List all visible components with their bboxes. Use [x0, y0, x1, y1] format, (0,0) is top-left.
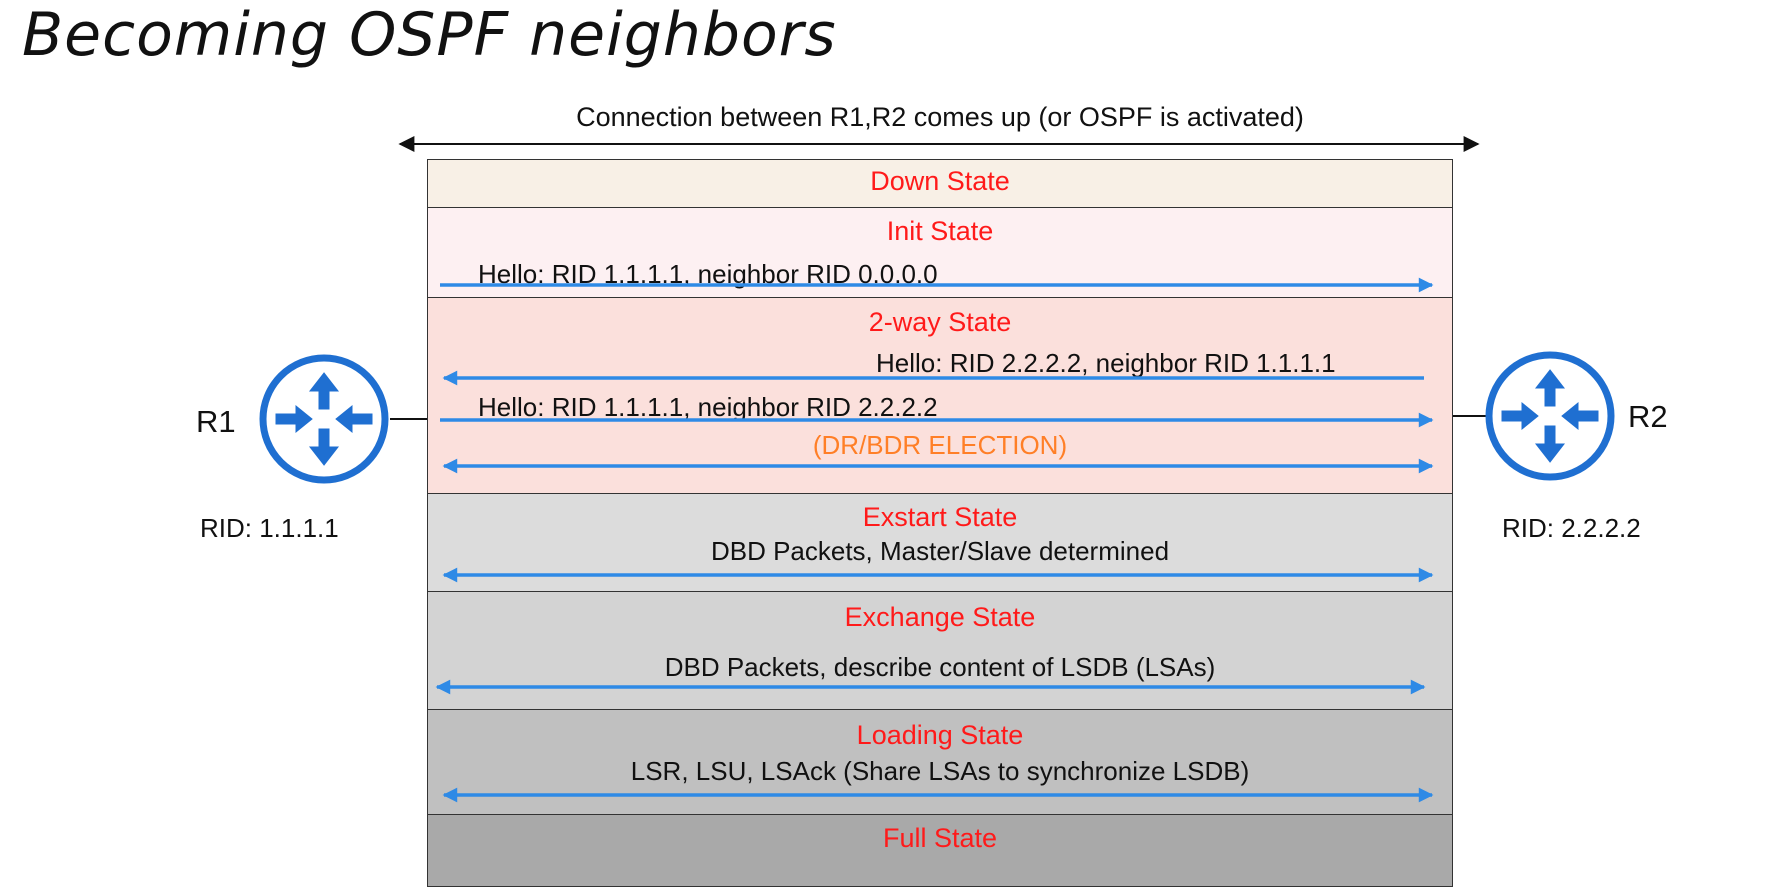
- msg-2way-hello-r2: Hello: RID 2.2.2.2, neighbor RID 1.1.1.1: [876, 348, 1336, 378]
- router-r2-rid: RID: 2.2.2.2: [1502, 513, 1641, 543]
- router-r1-rid: RID: 1.1.1.1: [200, 513, 339, 543]
- msg-exchange: DBD Packets, describe content of LSDB (L…: [664, 652, 1216, 682]
- router-r2-name: R2: [1628, 399, 1668, 434]
- state-label-exstart: Exstart State: [862, 502, 1018, 532]
- msg-exstart: DBD Packets, Master/Slave determined: [710, 536, 1170, 566]
- router-r2-icon: [1489, 355, 1611, 477]
- connection-label: Connection between R1,R2 comes up (or OS…: [576, 102, 1304, 132]
- state-label-2way: 2-way State: [868, 307, 1012, 337]
- band-init: [427, 207, 1453, 298]
- router-r1-icon: [263, 358, 385, 480]
- page-title: Becoming OSPF neighbors: [22, 0, 837, 70]
- msg-dr-bdr-election: (DR/BDR ELECTION): [812, 430, 1068, 460]
- msg-loading: LSR, LSU, LSAck (Share LSAs to synchroni…: [630, 756, 1250, 786]
- state-label-down: Down State: [870, 166, 1010, 196]
- state-label-init: Init State: [886, 216, 994, 246]
- band-full: [427, 814, 1453, 887]
- msg-2way-hello-r1: Hello: RID 1.1.1.1, neighbor RID 2.2.2.2: [478, 392, 938, 422]
- state-label-loading: Loading State: [856, 720, 1024, 750]
- state-label-exchange: Exchange State: [844, 602, 1036, 632]
- router-r1-name: R1: [196, 404, 236, 439]
- state-label-full: Full State: [882, 823, 998, 853]
